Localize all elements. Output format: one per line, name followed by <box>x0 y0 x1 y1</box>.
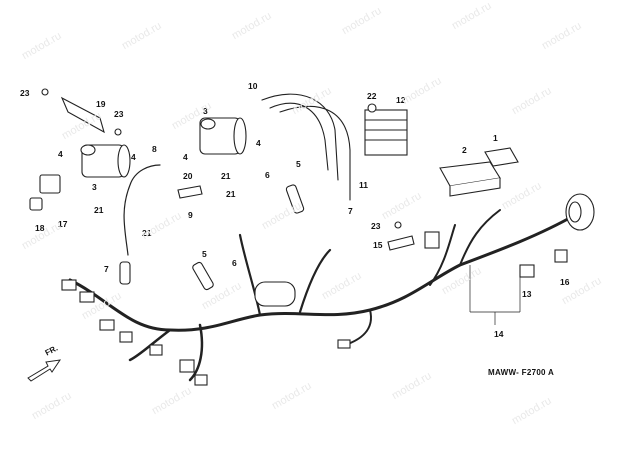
callout-23: 23 <box>20 88 30 98</box>
connector <box>99 319 115 331</box>
connector <box>149 344 163 356</box>
leader-lines <box>469 265 521 325</box>
callout-21: 21 <box>221 171 231 181</box>
coil-lead <box>123 164 161 256</box>
callout-12: 12 <box>396 95 406 105</box>
callout-6: 6 <box>232 258 237 268</box>
callout-7: 7 <box>348 206 353 216</box>
callout-14: 14 <box>494 329 504 339</box>
callout-2: 2 <box>462 145 467 155</box>
callout-13: 13 <box>522 289 532 299</box>
diagram-code: MAWW- F2700 A <box>488 368 555 377</box>
callout-16: 16 <box>560 277 570 287</box>
plug-cap-lower <box>192 261 214 291</box>
callout-23: 23 <box>371 221 381 231</box>
harness-tube <box>254 281 296 307</box>
callout-5: 5 <box>202 249 207 259</box>
connector <box>194 374 208 386</box>
callout-21: 21 <box>226 189 236 199</box>
callout-3: 3 <box>92 182 97 192</box>
callout-9: 9 <box>188 210 193 220</box>
ignition-coil-rear <box>199 117 247 155</box>
callout-19: 19 <box>96 99 106 109</box>
ignition-coil-front <box>80 144 131 178</box>
callout-21: 21 <box>94 205 104 215</box>
large-connector-boot <box>565 193 595 231</box>
callout-17: 17 <box>58 219 68 229</box>
connector <box>424 231 440 249</box>
harness-branch-left <box>128 323 204 382</box>
bracket-20 <box>177 185 203 199</box>
callout-20: 20 <box>183 171 193 181</box>
connector <box>337 339 351 349</box>
harness-branch-right <box>429 209 501 286</box>
plug-cap-left <box>119 261 131 285</box>
harness-branch-upper <box>238 233 332 317</box>
callout-23: 23 <box>114 109 124 119</box>
callout-5: 5 <box>296 159 301 169</box>
connector-18 <box>29 197 43 211</box>
bolt <box>41 88 49 96</box>
callout-4: 4 <box>58 149 63 159</box>
connector <box>179 359 195 373</box>
callout-3: 3 <box>203 106 208 116</box>
control-unit <box>439 161 501 197</box>
bolt <box>114 128 122 136</box>
callout-11: 11 <box>359 180 368 190</box>
relay-17 <box>39 174 61 194</box>
callout-4: 4 <box>256 138 261 148</box>
bolt <box>394 221 402 229</box>
regulator-rectifier <box>364 109 408 156</box>
callout-15: 15 <box>373 240 383 250</box>
callout-1: 1 <box>493 133 498 143</box>
connector-13 <box>519 264 535 278</box>
connector <box>61 279 77 291</box>
plug-leads <box>261 93 351 201</box>
bracket <box>60 96 105 134</box>
connector-16 <box>554 249 568 263</box>
main-harness <box>68 213 577 332</box>
callout-18: 18 <box>35 223 45 233</box>
connector <box>119 331 133 343</box>
relay <box>484 147 519 167</box>
front-arrow-icon <box>27 359 62 382</box>
callout-4: 4 <box>131 152 136 162</box>
callout-4: 4 <box>183 152 188 162</box>
connector <box>79 291 95 303</box>
callout-21: 21 <box>142 228 152 238</box>
callout-7: 7 <box>104 264 109 274</box>
nut <box>367 103 377 113</box>
callout-6: 6 <box>265 170 270 180</box>
callout-8: 8 <box>152 144 157 154</box>
callout-10: 10 <box>248 81 258 91</box>
clamp-15 <box>387 235 415 251</box>
callout-22: 22 <box>367 91 377 101</box>
plug-cap-upper <box>285 184 305 214</box>
